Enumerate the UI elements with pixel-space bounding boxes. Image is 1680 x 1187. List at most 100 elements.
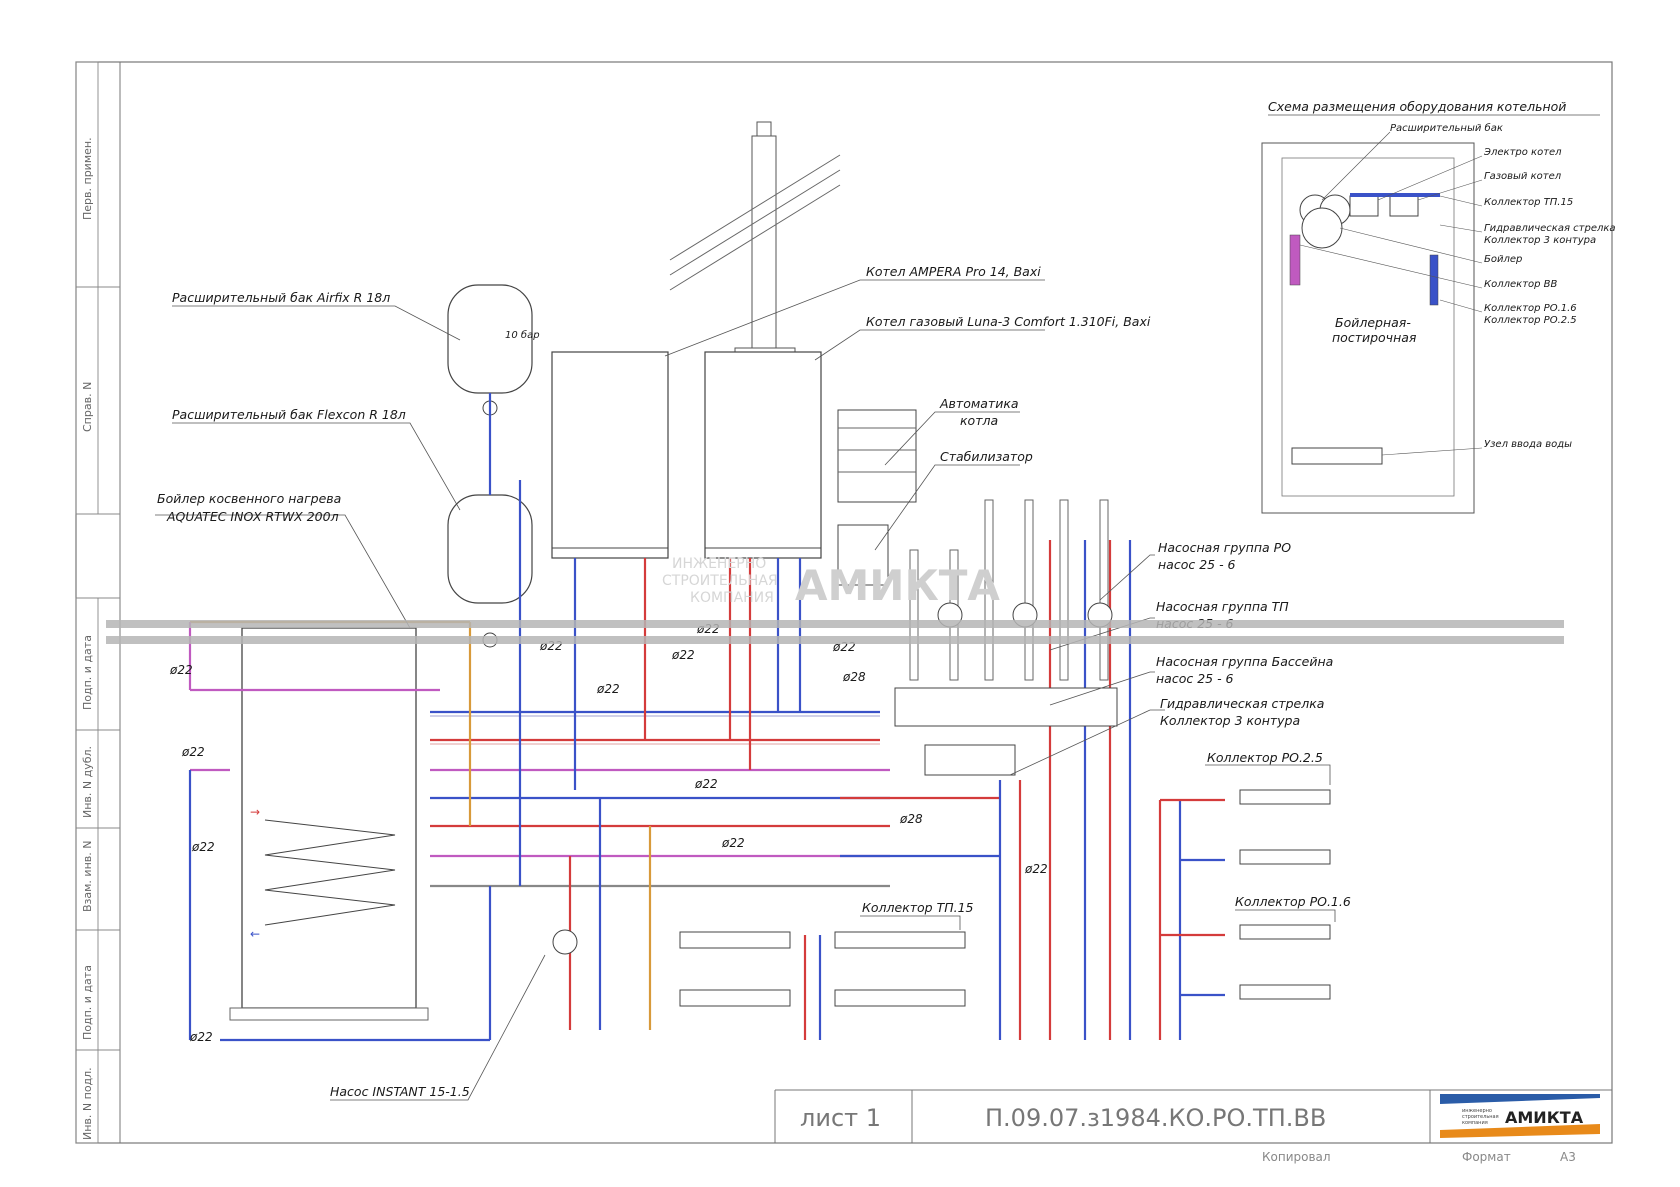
pump-stem-4 [1024,499,1034,681]
label-hydro-2: Коллектор 3 контура [1160,713,1300,728]
logo-stripe-blue [1440,1094,1600,1104]
label-exp-tank-airfix: Расширительный бак Airfix R 18л [172,290,390,305]
hydraulic-separator [894,687,1118,727]
inset-plan: Схема размещения оборудования котельной … [1261,99,1616,514]
label-exp-tank-flexcon: Расширительный бак Flexcon R 18л [172,407,406,422]
label-boiler-ampera: Котел AMPERA Pro 14, Baxi [866,264,1041,279]
label-automation-2: котла [960,413,998,428]
footer-format-value: А3 [1560,1150,1576,1164]
stamp-podp1: Подп. и дата [81,635,94,710]
inset-inner-wall [1281,157,1455,497]
label-boiler-indirect-2: AQUATEC INOX RTWX 200л [166,509,339,524]
logo-sub2: строительная [1462,1114,1499,1120]
collector-ro25 [1239,789,1331,865]
stabilizer-box [837,524,889,586]
diameter-labels: ø22 ø22 ø22 ø22 ø22 ø22 ø22 ø22 ø22 ø22 … [169,622,1048,1044]
coil-arrow-out: ← [250,927,260,941]
leader-lines [155,279,1336,1101]
logo-stripe-orange [1440,1124,1600,1138]
d28-2: ø28 [899,812,923,826]
inset-label-gas: Газовый котел [1484,171,1562,182]
inset-label-water-inlet: Узел ввода воды [1484,439,1572,450]
sheet-number: лист 1 [800,1104,881,1132]
collector-tp15 [679,931,966,1007]
drawing-code: П.09.07.з1984.КО.РО.ТП.ВВ [985,1104,1326,1132]
boiler-stand [229,1007,429,1021]
indirect-boiler-tank [241,627,417,1009]
inset-boiler [1301,207,1343,249]
logo-text: АМИКТА [1505,1108,1584,1127]
inset-water-inlet [1291,447,1383,465]
inset-title: Схема размещения оборудования котельной [1268,99,1566,114]
label-pump-ro-1: Насосная группа РО [1158,540,1291,555]
stamp-perv: Перв. примен. [81,137,94,220]
inset-gas-boiler [1389,195,1419,217]
label-stabilizer: Стабилизатор [940,449,1033,464]
label-automation-1: Автоматика [939,396,1019,411]
watermark-band-bottom [106,636,1564,644]
watermark-brand: АМИКТА [795,561,1000,610]
label-pump-pool-1: Насосная группа Бассейна [1156,654,1333,669]
d22-12: ø22 [1024,862,1048,876]
pump-stem-3 [984,499,994,681]
boiler-coil [264,819,396,926]
pump-groups [552,499,1118,955]
pump-stem-6 [1099,499,1109,681]
stamp-sprav: Справ. N [81,382,94,432]
pump-stem-5 [1059,499,1069,681]
label-pump-pool-2: насос 25 - 6 [1156,671,1234,686]
inset-label-boiler: Бойлер [1484,254,1522,265]
d22-2: ø22 [181,745,205,759]
label-coll-ro25: Коллектор РО.2.5 [1207,750,1323,765]
title-block: лист 1 П.09.07.з1984.КО.РО.ТП.ВВ АМИКТА … [774,1089,1612,1143]
pipe-network [188,393,1225,1042]
stamp-inv-podl: Инв. N подл. [81,1067,94,1140]
watermark-line3: КОМПАНИЯ [690,590,774,606]
inset-outer-wall [1261,142,1475,514]
inset-electric-boiler [1349,195,1379,217]
d28-1: ø28 [842,670,866,684]
inset-label-ro16: Коллектор РО.1.6 [1484,303,1577,314]
inset-collector-vv [1289,234,1301,286]
d22-1: ø22 [169,663,193,677]
side-stamp-block [75,61,120,1144]
watermark-band-top [106,620,1564,628]
inset-room-2: постирочная [1332,330,1417,345]
footer-format-label: Формат [1462,1150,1511,1164]
d22-3: ø22 [191,840,215,854]
inset-label-3contour: Коллектор 3 контура [1484,235,1596,246]
d22-11: ø22 [721,836,745,850]
inset-collector-tp [1350,193,1440,197]
pump-stem-1 [909,549,919,681]
inset-label-hydro: Гидравлическая стрелка [1484,223,1616,234]
inset-label-vv: Коллектор ВВ [1484,279,1558,290]
label-coll-tp15: Коллектор ТП.15 [862,900,974,915]
label-hydro-1: Гидравлическая стрелка [1160,696,1324,711]
label-boiler-gas: Котел газовый Luna-3 Comfort 1.310Fi, Ba… [866,314,1151,329]
label-coll-ro16: Коллектор РО.1.6 [1235,894,1351,909]
d22-7: ø22 [671,648,695,662]
boiler-automation-box [837,409,917,503]
logo-sub1: инженерно [1462,1108,1492,1114]
collector-3-contour [924,744,1016,776]
inset-collector-ro [1429,254,1439,306]
coil-arrow-in: → [250,805,260,819]
pump-instant [552,929,578,955]
watermark-line2: СТРОИТЕЛЬНАЯ [662,573,778,589]
stamp-vzam: Взам. инв. N [81,841,94,912]
gas-boiler-luna3 [704,351,822,559]
footer-copied: Копировал [1262,1150,1331,1164]
inset-label-tp15: Коллектор ТП.15 [1484,197,1573,208]
label-pump-tp-1: Насосная группа ТП [1156,599,1289,614]
label-boiler-indirect-1: Бойлер косвенного нагрева [157,491,341,506]
label-pump-ro-2: насос 25 - 6 [1158,557,1236,572]
drawing-area-frame [119,61,1613,1144]
side-stamp-texts: Перв. примен. Справ. N Подп. и дата Инв.… [81,137,94,1140]
label-pump-instant: Насос INSTANT 15-1.5 [330,1084,470,1099]
stamp-podp2: Подп. и дата [81,965,94,1040]
d22-6: ø22 [596,682,620,696]
inset-room-1: Бойлерная- [1335,315,1411,330]
watermark-line1: ИНЖЕНЕРНО [672,556,766,572]
stamp-inv-dubl: Инв. N дубл. [81,746,94,818]
